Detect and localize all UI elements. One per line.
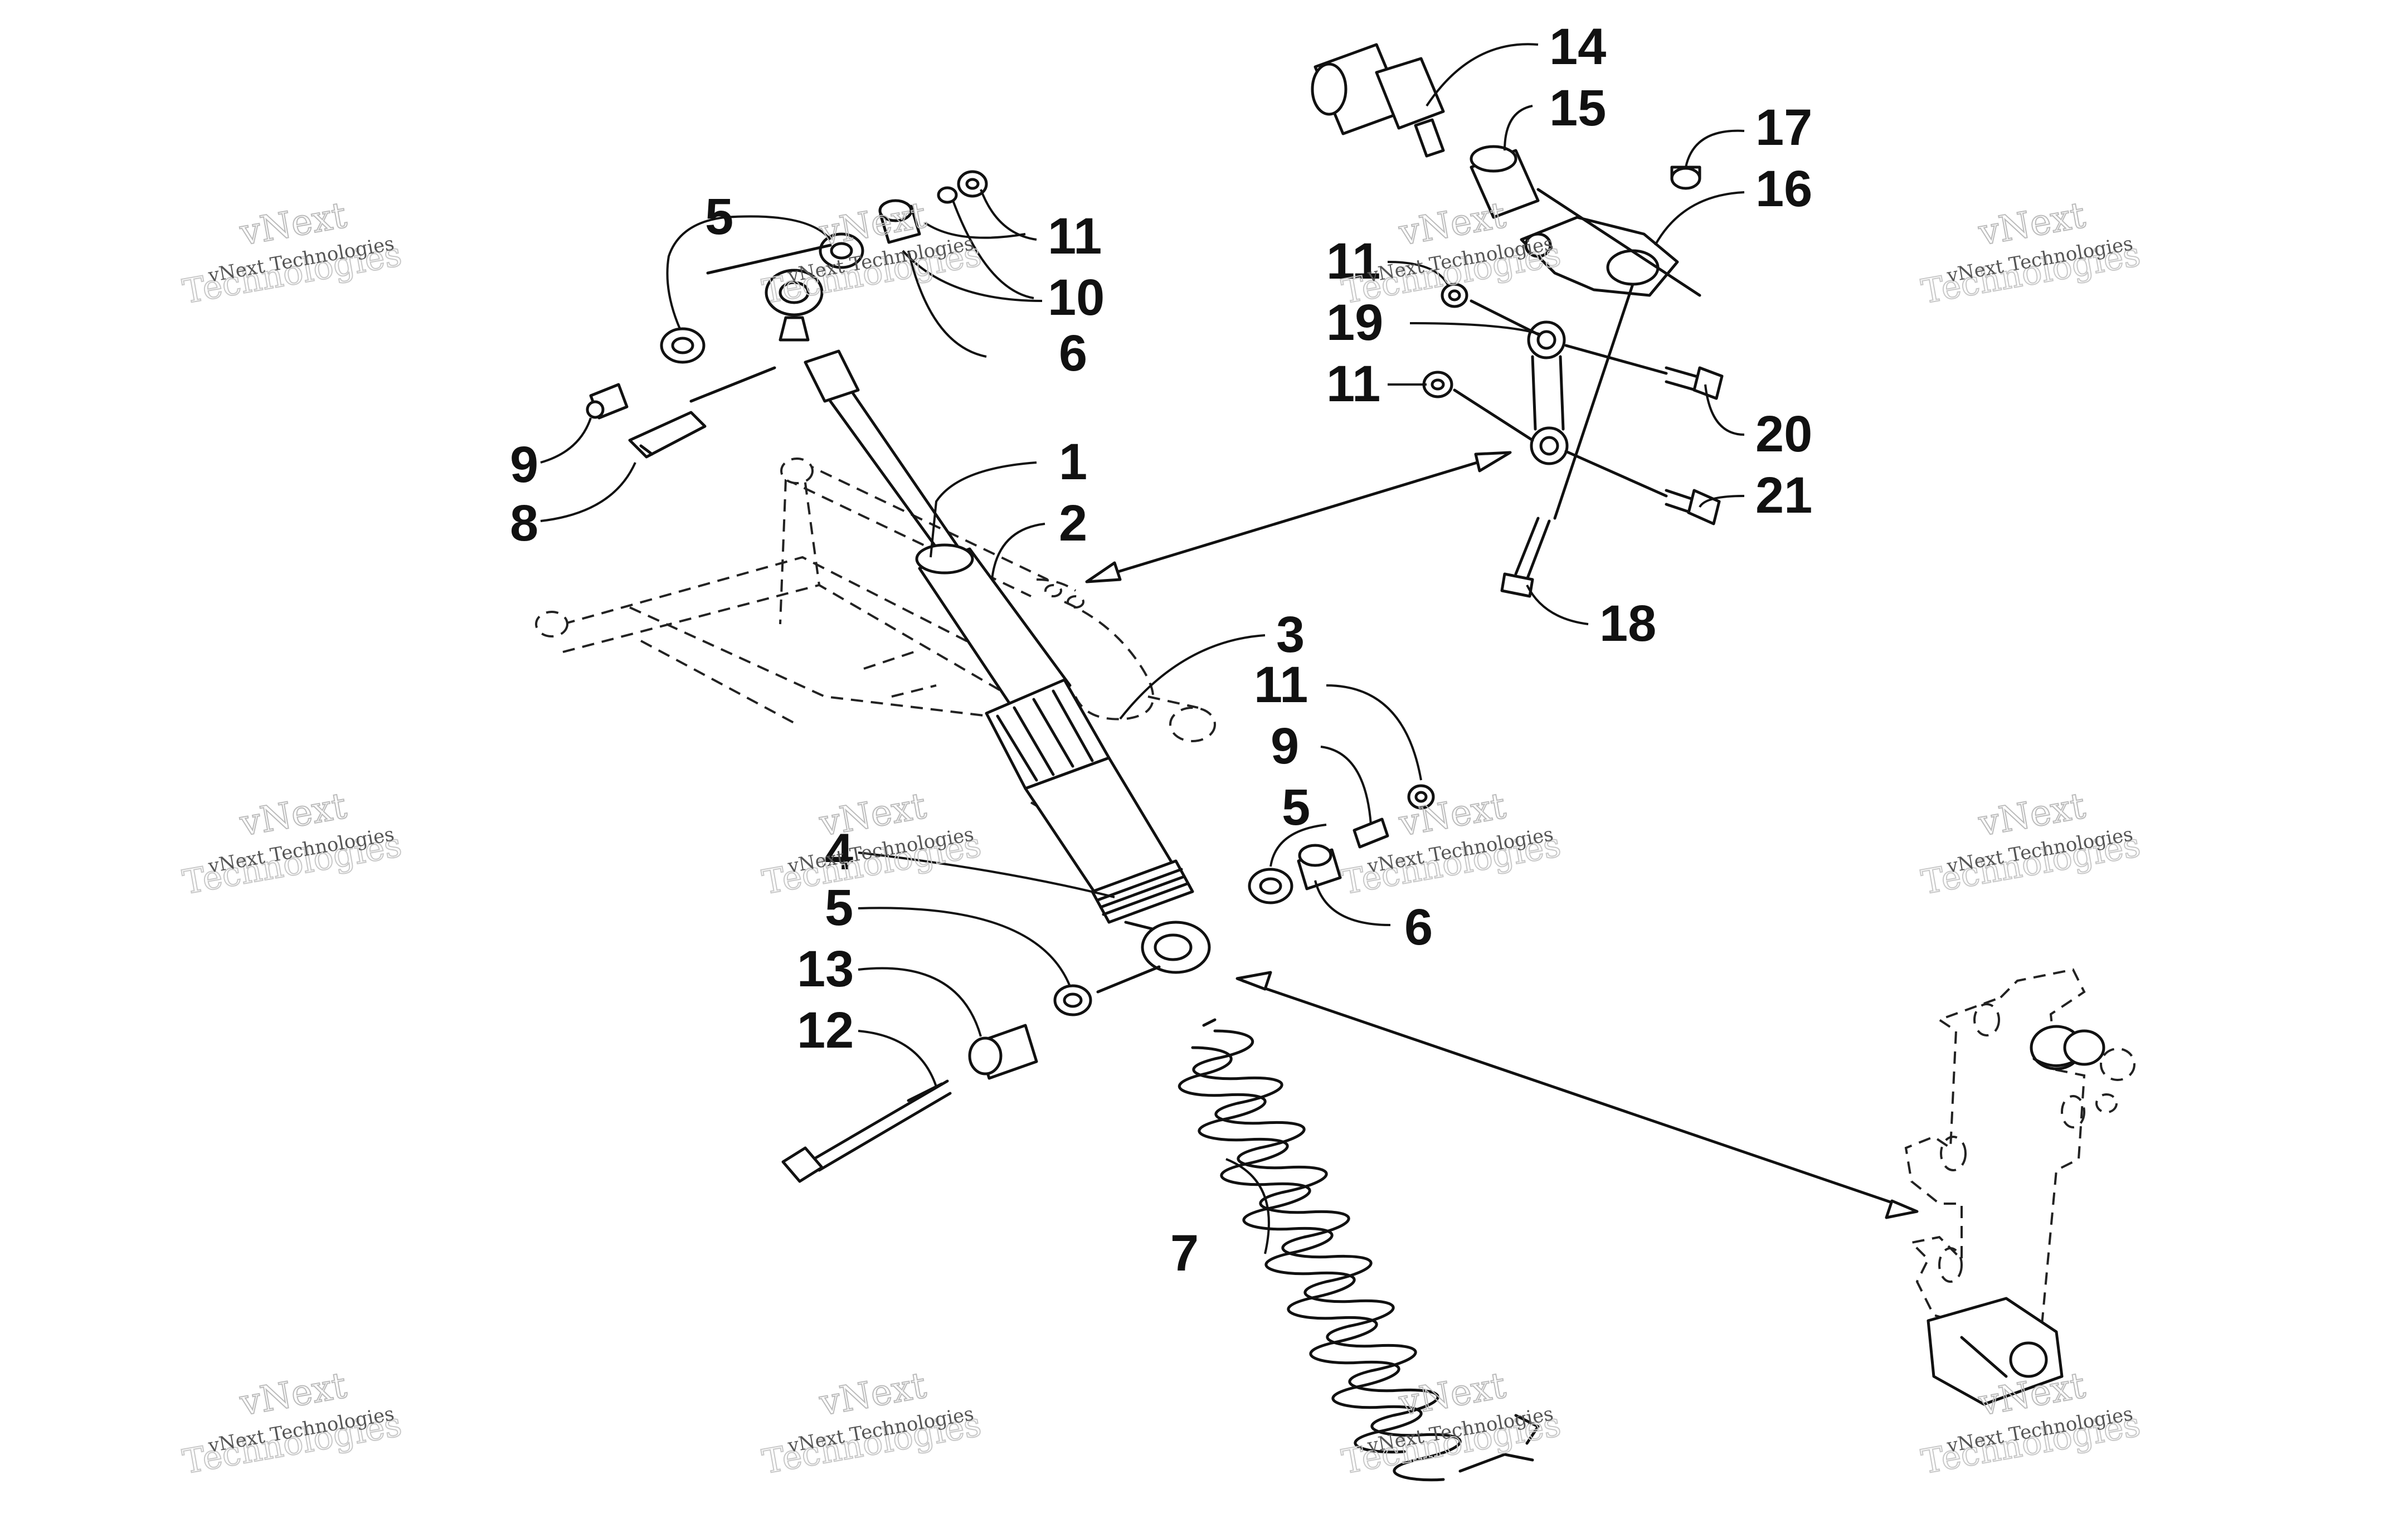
callout-11-link-lower: 11	[1326, 356, 1380, 412]
watermark-11: vNext Technologies vNext Technologies	[1339, 1364, 1564, 1482]
callout-18: 18	[1599, 595, 1656, 652]
a-arm-outline	[535, 457, 1216, 820]
callout-7: 7	[1170, 1225, 1199, 1282]
watermark-2: vNext Technologies vNext Technologies	[759, 194, 985, 312]
linkage-hardware	[1311, 43, 1724, 598]
callout-9-lower: 9	[1271, 718, 1299, 775]
callout-14: 14	[1549, 18, 1606, 75]
callout-15: 15	[1549, 80, 1606, 137]
callout-17: 17	[1755, 99, 1812, 156]
callout-12: 12	[797, 1002, 854, 1059]
top-mount-hardware	[586, 170, 988, 459]
watermark-9: vNext Technologies vNext Technologies	[179, 1364, 405, 1482]
shock-absorber	[765, 269, 1211, 974]
watermark-5: vNext Technologies vNext Technologies	[179, 785, 405, 903]
callout-5-top: 5	[705, 188, 733, 245]
callout-21: 21	[1755, 467, 1812, 524]
callout-11-top: 11	[1048, 208, 1102, 265]
callout-19: 19	[1326, 294, 1383, 351]
coil-spring	[1178, 1018, 1540, 1482]
callout-6-lower: 6	[1404, 899, 1433, 956]
watermark-4: vNext Technologies vNext Technologies	[1918, 194, 2144, 312]
callout-4: 4	[825, 824, 853, 880]
callout-labels: 1 2 3 4 5 5 5 6 6 7 8 9 9 10 11 11 11 11…	[510, 18, 1812, 1282]
watermark-6: vNext Technologies vNext Technologies	[759, 785, 985, 903]
callout-13: 13	[797, 941, 854, 997]
watermarks: vNext Technologies vNext Technologies vN…	[179, 194, 2144, 1482]
callout-8: 8	[510, 495, 538, 552]
callout-3: 3	[1276, 606, 1305, 663]
watermark-8: vNext Technologies vNext Technologies	[1918, 785, 2144, 903]
lower-mount-hardware	[781, 784, 1435, 1183]
callout-11-link-upper: 11	[1326, 233, 1380, 290]
leader-lines	[540, 43, 1745, 1254]
callout-20: 20	[1755, 406, 1812, 463]
spindle-outline	[1904, 968, 2135, 1406]
callout-2: 2	[1059, 495, 1087, 552]
assembly-arrows	[1085, 451, 1919, 1219]
watermark-10: vNext Technologies vNext Technologies	[759, 1364, 985, 1482]
callout-9-top: 9	[510, 436, 538, 493]
callout-16: 16	[1755, 160, 1812, 217]
callout-1: 1	[1059, 434, 1087, 490]
callout-10: 10	[1048, 269, 1105, 326]
watermark-1: vNext Technologies vNext Technologies	[179, 194, 405, 312]
callout-5-lower-left: 5	[825, 879, 853, 936]
callout-11-lower: 11	[1254, 656, 1308, 713]
callout-6-top: 6	[1059, 325, 1087, 382]
callout-5-lower-right: 5	[1282, 779, 1310, 836]
